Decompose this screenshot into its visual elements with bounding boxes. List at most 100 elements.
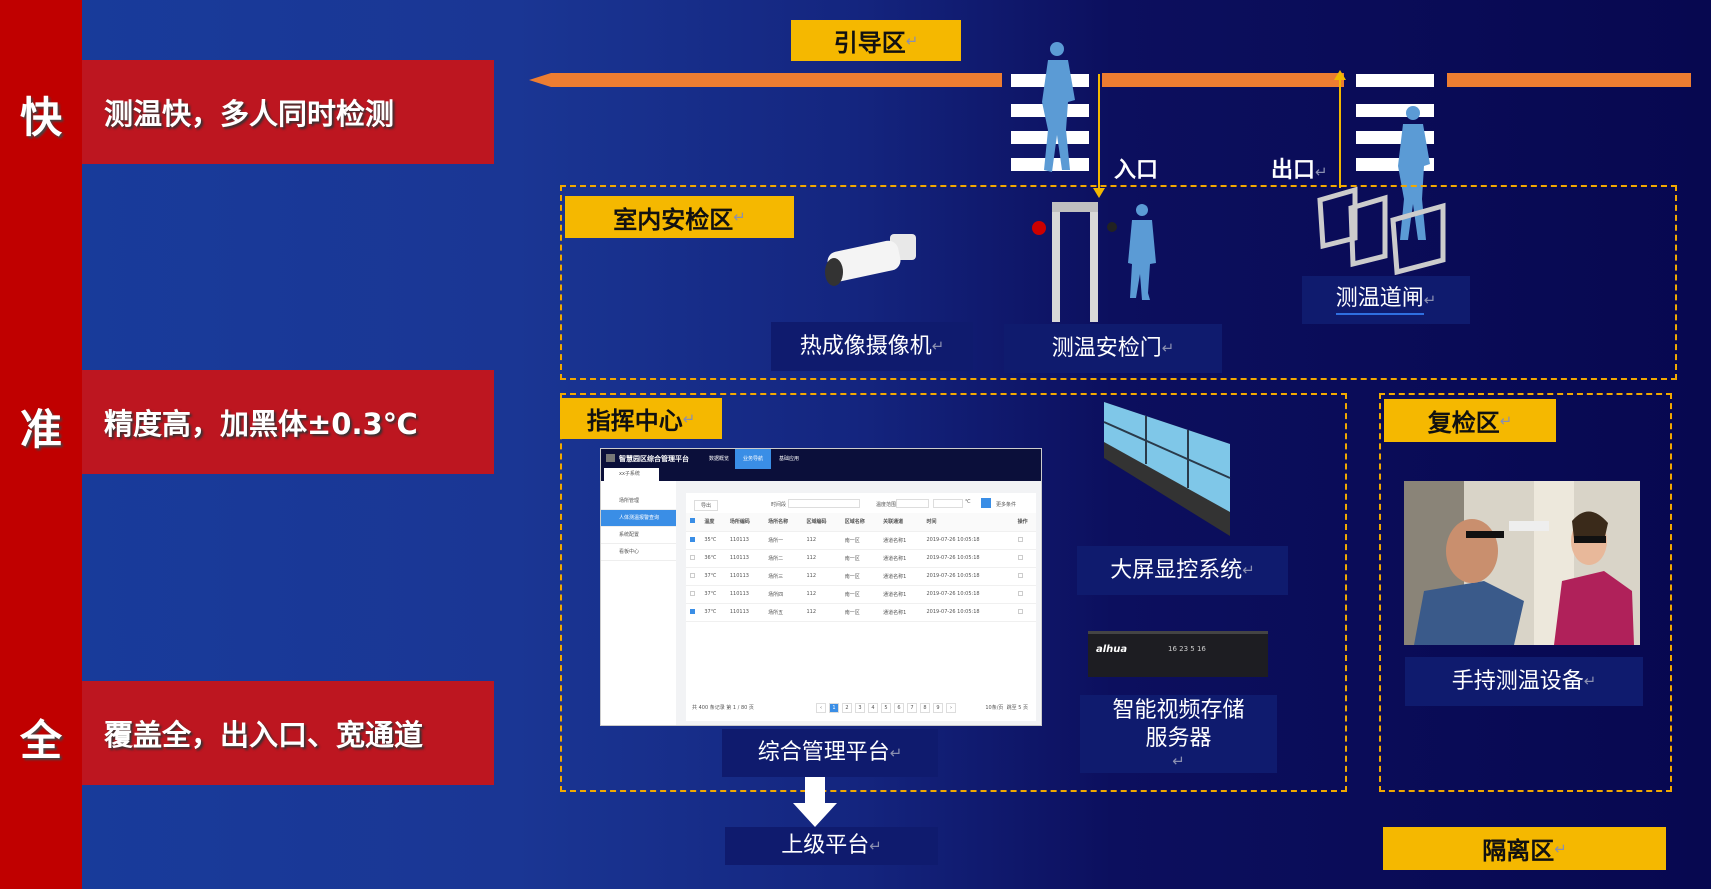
mini-search-icon [981,498,991,508]
mini-main: 导出 时间段 温度范围 ℃ 更多条件 温度场所编码场所名称区域编码区域名称关联通… [686,493,1036,721]
mini-side-item: 系统配置 [601,527,676,544]
guide-lane-arrow [529,73,1691,87]
mini-row-check [686,531,701,550]
feature-banner-fast: 测温快，多人同时检测 [82,60,494,164]
mini-page-button: 8 [920,703,930,713]
mini-cell: 2019-07-26 10:05:18 [922,603,1014,622]
mini-cell: 南一区 [840,549,880,568]
mini-column-header: 场所编码 [725,513,765,532]
mini-page-size: 10条/页 [985,705,1004,711]
mini-cell: 112 [802,567,841,586]
video-wall-icon [1103,402,1231,536]
mini-temp-label: 温度范围 [876,502,897,508]
feature-char-full: 全 [19,716,62,765]
mini-header: 智慧园区综合管理平台 数据概览 业务导航 基础应用 xx子系统 [601,449,1041,481]
left-red-strip [0,0,82,889]
mini-row-action [1013,603,1036,622]
thermal-camera-text: 热成像摄像机 [799,333,932,359]
checkbox-icon [690,554,695,560]
entry-line [1098,74,1100,192]
mini-side-item: 看板中心 [601,544,676,561]
recheck-zone-box [1379,393,1672,792]
nvr-icon: alhua 16 23 5 16 [1088,631,1268,677]
mini-temp-max [933,499,963,508]
mini-row-action [1013,549,1036,568]
mini-column-header: 操作 [1013,513,1036,532]
mini-row-action [1013,531,1036,550]
thermal-camera-icon [825,234,916,286]
mini-cell: 场所一 [764,531,803,550]
mini-jump-value: 5 [1018,705,1022,711]
prev-page-icon: ‹ [816,703,826,713]
nvr-label: 智能视频存储服务器 [1080,695,1277,773]
checkbox-icon [690,590,695,596]
handheld-thermometer-photo [1404,481,1640,645]
mini-cell: 通道名称1 [879,567,923,586]
mini-row-check [686,603,701,622]
command-zone-box [560,393,1347,792]
mini-cell: 112 [802,585,841,604]
checkbox-icon [690,536,695,542]
zone-guide-text: 引导区 [833,29,906,57]
mini-logo-icon [606,454,615,462]
mini-tab: xx子系统 [604,468,659,481]
mini-cell: 112 [802,549,841,568]
zone-isolation-text: 隔离区 [1482,837,1555,865]
mini-cell: 通道名称1 [879,603,923,622]
feature-banner-accurate: 精度高，加黑体±0.3℃ [82,370,494,474]
entry-label: 入口 [1114,158,1159,183]
exit-arrow-icon [1334,70,1346,80]
exit-label: 出口 [1271,152,1328,184]
feature-char-accurate: 准 [19,405,62,454]
mini-column-header: 区域编码 [802,513,841,532]
mini-cell: 37℃ [700,567,726,586]
nvr-brand: alhua [1096,644,1128,655]
security-gate-label: 测温安检门 [1004,324,1222,373]
upper-platform-text: 上级平台 [781,833,870,859]
zone-recheck-label: 复检区 [1384,399,1556,442]
mini-column-header: 时间 [922,513,1014,532]
mini-side-item: 人体测温报警查询 [601,510,676,527]
mini-jump-label: 跳至 [1006,705,1017,711]
mini-page-controls: 10条/页 跳至 5 页 [985,704,1028,711]
mini-cell: 110113 [725,603,765,622]
checkbox-icon [690,572,695,578]
mini-cell: 2019-07-26 10:05:18 [922,531,1014,550]
mini-column-header: 场所名称 [764,513,803,532]
view-icon [1017,572,1023,578]
view-icon [1017,608,1023,614]
mini-time-label: 时间段 [771,502,787,508]
entry-arrow-icon [1093,188,1105,198]
mini-cell: 通道名称1 [879,549,923,568]
turnstile-label: 测温道闸 [1302,276,1470,324]
turnstile-icon [1317,186,1446,276]
mini-more: 更多条件 [996,502,1017,508]
checkbox-icon [690,608,695,614]
mini-page-button: 7 [907,703,917,713]
mini-cell: 110113 [725,585,765,604]
mini-nav: 基础应用 [779,456,800,462]
thermal-camera-label: 热成像摄像机 [771,322,973,371]
mini-cell: 2019-07-26 10:05:18 [922,585,1014,604]
zone-indoor-label: 室内安检区 [565,196,794,238]
mini-nav: 业务导航 [735,449,772,469]
security-gate-icon [1032,202,1156,322]
mini-page-button: 6 [894,703,904,713]
nvr-text: 智能视频存储服务器 [1112,698,1245,751]
mini-unit: ℃ [965,499,971,505]
view-icon [1017,536,1023,542]
mini-column-header: 关联通道 [879,513,923,532]
mini-select-all [686,513,701,532]
mini-cell: 35℃ [700,531,726,550]
exit-line [1339,78,1341,188]
mini-page-button: 5 [881,703,891,713]
zone-isolation-label: 隔离区 [1383,827,1666,870]
mini-side-item: 场所管理 [601,493,676,510]
video-wall-label: 大屏显控系统 [1077,546,1288,595]
zone-command-text: 指挥中心 [586,407,683,435]
